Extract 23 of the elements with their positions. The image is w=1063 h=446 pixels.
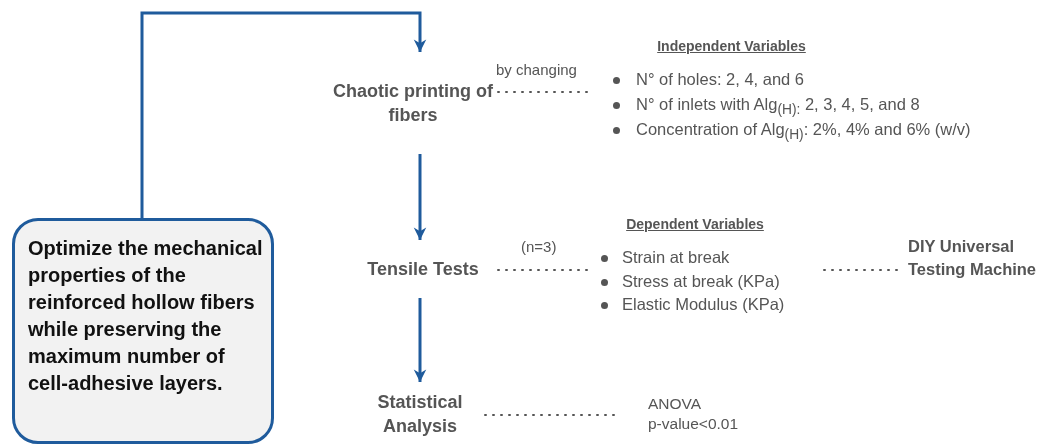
edge-label: by changing bbox=[495, 61, 578, 78]
goal-text: Optimize the mechanical properties of the reinforced hollow fibers while preserving the maximum number of cell-adhesive layers. bbox=[28, 236, 264, 396]
dotted-connector bbox=[497, 269, 588, 271]
goal-box bbox=[12, 218, 274, 444]
step-label: Tensile Tests bbox=[367, 258, 479, 281]
list-item: Concentration of Alg$_{(H)}$: 2%, 4% and 6% (w/v) bbox=[636, 120, 971, 143]
list-heading: Dependent Variables bbox=[625, 216, 765, 232]
result-text: ANOVA bbox=[648, 394, 703, 414]
list-item: Elastic Modulus (KPa) bbox=[622, 295, 785, 314]
arrow bbox=[413, 298, 427, 382]
list-item: N° of inlets with Alg$_{(H):}$ 2, 3, 4, 5, and 8 bbox=[636, 95, 920, 118]
step-label: Statistical Analysis bbox=[376, 391, 464, 438]
equipment-label: DIY Universal Testing Machine bbox=[908, 236, 1038, 280]
list-item: N° of holes: 2, 4, and 6 bbox=[636, 70, 805, 89]
edge-label: (n=3) bbox=[520, 238, 558, 255]
arrow bbox=[140, 11, 427, 218]
dotted-connector bbox=[497, 91, 589, 93]
list-item: Stress at break (KPa) bbox=[622, 271, 780, 291]
list-item: Strain at break bbox=[622, 248, 730, 267]
list-heading: Independent Variables bbox=[656, 38, 807, 54]
arrow bbox=[413, 154, 427, 240]
step-label: Chaotic printing of fibers bbox=[333, 80, 493, 127]
result-text: p-value<0.01 bbox=[648, 414, 740, 434]
